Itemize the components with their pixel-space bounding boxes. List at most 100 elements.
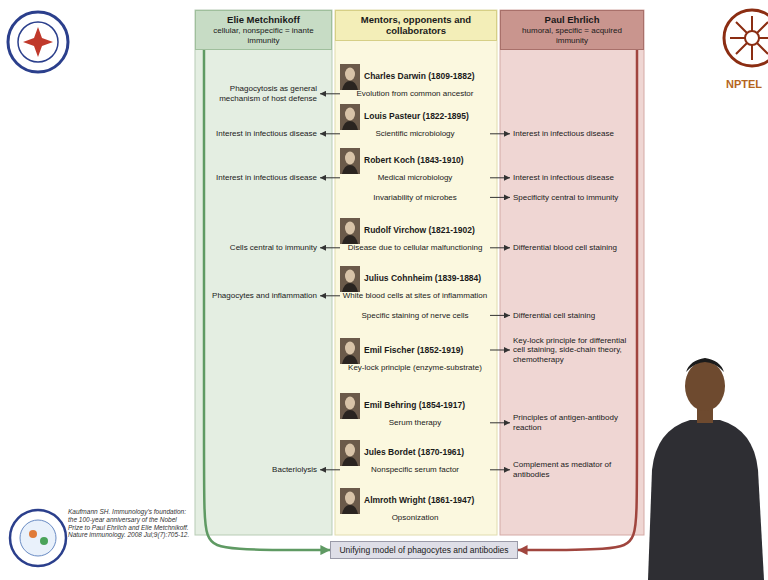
body-text: Serum therapy xyxy=(340,418,490,428)
column-panel xyxy=(195,10,332,535)
body-text: Opsonization xyxy=(340,513,490,523)
heading-text: Interest in infectious disease xyxy=(513,173,632,183)
heading-text: Interest in infectious disease xyxy=(209,129,317,139)
influence-arrow xyxy=(490,177,510,178)
presenter-body xyxy=(648,420,764,580)
logo-dot xyxy=(40,537,48,545)
course-logo xyxy=(10,510,66,566)
acquired-note: Complement as mediator of antibodies xyxy=(510,460,632,479)
portrait-coat xyxy=(342,283,358,292)
presenter-hair xyxy=(686,358,724,372)
citation-note: Kaufmann SH. Immunology's foundation: th… xyxy=(68,508,192,539)
portrait-coat xyxy=(342,165,358,174)
column-panel xyxy=(500,10,644,535)
heading-text: Elie Metchnikoff xyxy=(200,14,327,25)
heading-text: Mentors, opponents and collaborators xyxy=(340,14,492,37)
influence-arrow xyxy=(320,247,340,248)
heading-text: Julius Cohnheim (1839-1884) xyxy=(364,266,490,290)
heading-text: Cells central to immunity xyxy=(209,243,317,253)
innate-note: Cells central to immunity xyxy=(209,243,320,253)
heading-text: Phagocytosis as general mechanism of hos… xyxy=(209,84,317,103)
column-header: Paul Ehrlichhumoral, specific = acquired… xyxy=(500,10,644,50)
scientist-entry: Rudolf Virchow (1821-1902)Disease due to… xyxy=(340,218,490,253)
acquired-note: Key-lock principle for differential cell… xyxy=(510,336,632,365)
logo-ring xyxy=(724,10,768,66)
portrait-face xyxy=(345,108,355,121)
innate-note: Phagocytes and inflammation xyxy=(209,291,320,301)
influence-arrow xyxy=(490,422,510,423)
heading-text: Differential blood cell staining xyxy=(513,243,632,253)
body-text: Nonspecific serum factor xyxy=(340,465,490,475)
influence-arrow xyxy=(320,469,340,470)
heading-text: Differential cell staining xyxy=(513,311,632,321)
portrait-face xyxy=(345,342,355,355)
portrait-photo xyxy=(340,266,360,292)
scientist-entry: Emil Fischer (1852-1919)Key-lock princip… xyxy=(340,338,490,373)
heading-text: Key-lock principle for differential cell… xyxy=(513,336,632,365)
scientist-entry: Charles Darwin (1809-1882)Evolution from… xyxy=(340,64,490,99)
acquired-note: Interest in infectious disease xyxy=(510,129,632,139)
column-header: Mentors, opponents and collaborators xyxy=(335,10,497,41)
logo-dot xyxy=(29,530,37,538)
influence-arrow xyxy=(320,133,340,134)
presenter xyxy=(648,358,764,580)
column-panel xyxy=(335,10,497,535)
portrait-frame xyxy=(340,338,360,364)
body-text: humoral, specific = acquired immunity xyxy=(505,26,639,45)
logo-star xyxy=(23,27,53,57)
column-header: Elie Metchnikoffcellular, nonspecific = … xyxy=(195,10,332,50)
portrait-photo xyxy=(340,338,360,364)
portrait-coat xyxy=(342,121,358,130)
scientist-entry: Emil Behring (1854-1917)Serum therapy xyxy=(340,393,490,428)
heading-text: Specificity central to immunity xyxy=(513,193,632,203)
innate-note: Bacteriolysis xyxy=(209,465,320,475)
acquired-note: Differential blood cell staining xyxy=(510,243,632,253)
heading-text: Jules Bordet (1870-1961) xyxy=(364,440,490,464)
portrait-frame xyxy=(340,104,360,130)
portrait-photo xyxy=(340,104,360,130)
portrait-face xyxy=(345,444,355,457)
heading-text: Principles of antigen-antibody reaction xyxy=(513,413,632,432)
influence-arrow xyxy=(320,295,340,296)
scientist-entry: Robert Koch (1843-1910)Medical microbiol… xyxy=(340,148,490,202)
heading-text: Bacteriolysis xyxy=(209,465,317,475)
influence-arrow xyxy=(320,93,340,94)
logo-ring xyxy=(10,510,66,566)
portrait-frame xyxy=(340,440,360,466)
heading-text: Charles Darwin (1809-1882) xyxy=(364,64,490,88)
portrait-face xyxy=(345,152,355,165)
logo-ring xyxy=(8,12,68,72)
portrait-frame xyxy=(340,148,360,174)
portrait-photo xyxy=(340,488,360,514)
heading-text: Interest in infectious disease xyxy=(513,129,632,139)
logo-ring xyxy=(18,22,58,62)
heading-text: Emil Behring (1854-1917) xyxy=(364,393,490,417)
portrait-coat xyxy=(342,410,358,419)
scientist-entry: Julius Cohnheim (1839-1884)White blood c… xyxy=(340,266,490,320)
portrait-photo xyxy=(340,218,360,244)
body-text: Medical microbiology xyxy=(340,173,490,183)
logo-spokes xyxy=(730,16,768,60)
heading-text: Phagocytes and inflammation xyxy=(209,291,317,301)
acquired-note: Interest in infectious disease xyxy=(510,173,632,183)
portrait-face xyxy=(345,222,355,235)
portrait-photo xyxy=(340,148,360,174)
portrait-photo xyxy=(340,393,360,419)
portrait-frame xyxy=(340,218,360,244)
logo-hub xyxy=(745,31,759,45)
body-text: Key-lock principle (enzyme-substrate) xyxy=(340,363,490,373)
acquired-note: Differential cell staining xyxy=(510,311,632,321)
influence-arrow xyxy=(490,247,510,248)
portrait-coat xyxy=(342,235,358,244)
heading-text: Interest in infectious disease xyxy=(209,173,317,183)
influence-arrow xyxy=(490,469,510,470)
heading-text: Rudolf Virchow (1821-1902) xyxy=(364,218,490,242)
body-text: Invariability of microbes xyxy=(340,193,490,203)
portrait-photo xyxy=(340,440,360,466)
heading-text: Almroth Wright (1861-1947) xyxy=(364,488,490,512)
influence-arrow xyxy=(490,133,510,134)
heading-text: Louis Pasteur (1822-1895) xyxy=(364,104,490,128)
heading-text: Robert Koch (1843-1910) xyxy=(364,148,490,172)
heading-text: Unifying model of phagocytes and antibod… xyxy=(339,545,508,555)
